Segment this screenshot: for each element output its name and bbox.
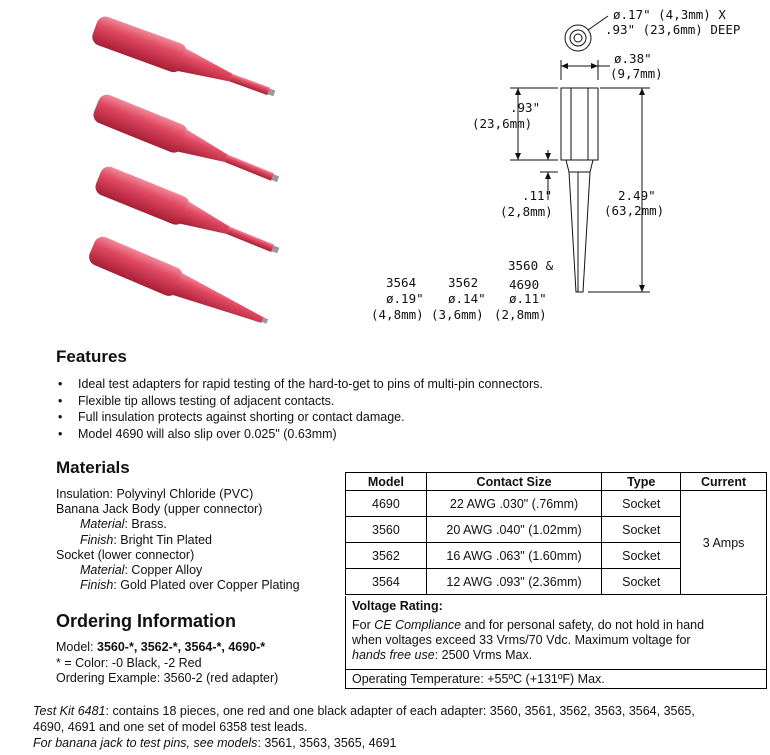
- adapter-photo: [93, 94, 280, 183]
- tip-3562-dia-in: ø.14": [448, 291, 486, 306]
- material-banana-finish: Finish: Bright Tin Plated: [80, 532, 213, 547]
- cell-current: 3 Amps: [680, 490, 767, 595]
- materials-list: Insulation: Polyvinyl Chloride (PVC) Ban…: [56, 487, 346, 593]
- feature-item: Full insulation protects against shortin…: [56, 409, 696, 426]
- header-model: Model: [345, 472, 427, 491]
- tip-3564-dia-mm: (4,8mm): [371, 307, 424, 322]
- voltage-title: Voltage Rating:: [352, 599, 443, 613]
- kit-line2: 4690, 4691 and one set of model 6358 tes…: [33, 720, 308, 734]
- adapter-photo: [92, 16, 276, 97]
- cell-model: 4690: [345, 490, 427, 517]
- tip-3560-model: 3560 &: [508, 258, 554, 273]
- feature-item: Ideal test adapters for rapid testing of…: [56, 376, 696, 393]
- step-mm: (2,8mm): [500, 204, 553, 219]
- leader-hole: [587, 15, 609, 31]
- material-socket: Socket (lower connector): [56, 547, 195, 562]
- cell-size: 20 AWG .040" (1.02mm): [425, 516, 603, 543]
- cell-size: 22 AWG .030" (.76mm): [425, 490, 603, 517]
- material-socket-finish: Finish: Gold Plated over Copper Plating: [80, 578, 300, 593]
- spec-table: Model Contact Size Type Current 4690 22 …: [345, 472, 767, 595]
- material-insulation: Insulation: Polyvinyl Chloride (PVC): [56, 487, 254, 501]
- cell-type: Socket: [601, 516, 682, 543]
- ordering-example: Ordering Example: 3560-2 (red adapter): [56, 671, 279, 685]
- body-len-in: .93": [510, 100, 541, 115]
- hole-depth-label: .93" (23,6mm) DEEP: [605, 22, 741, 37]
- cell-size: 12 AWG .093" (2.36mm): [425, 568, 603, 595]
- cell-type: Socket: [601, 568, 682, 595]
- end-view-inner: [573, 33, 583, 43]
- materials-title: Materials: [56, 458, 130, 477]
- header-contact-size: Contact Size: [425, 472, 603, 491]
- table-header-row: Model Contact Size Type Current: [345, 472, 767, 491]
- tip-3564-dia-in: ø.19": [386, 291, 424, 306]
- kit-banana: For banana jack to test pins, see models…: [33, 736, 397, 750]
- features-title: Features: [56, 347, 127, 366]
- body-outline: [560, 87, 599, 161]
- dimension-drawing: ø.17" (4,3mm) X .93" (23,6mm) DEEP ø.38"…: [360, 0, 770, 330]
- header-type: Type: [601, 472, 682, 491]
- ordering-title: Ordering Information: [56, 611, 236, 631]
- cell-size: 16 AWG .063" (1.60mm): [425, 542, 603, 569]
- adapter-photo: [95, 166, 280, 254]
- tip-3562-dia-mm: (3,6mm): [431, 307, 484, 322]
- cell-model: 3562: [345, 542, 427, 569]
- test-kit-info: Test Kit 6481: contains 18 pieces, one r…: [33, 703, 768, 751]
- tip-3562-model: 3562: [448, 275, 479, 290]
- end-view-mid: [569, 29, 587, 47]
- material-banana-material: Material: Brass.: [80, 517, 167, 532]
- body-dia-mm: (9,7mm): [610, 66, 663, 81]
- total-in: 2.49": [618, 188, 656, 203]
- ordering-color: * = Color: -0 Black, -2 Red: [56, 655, 202, 670]
- operating-temperature: Operating Temperature: +55ºC (+131ºF) Ma…: [352, 672, 605, 686]
- total-mm: (63,2mm): [604, 203, 665, 218]
- tip-taper: [568, 171, 591, 293]
- cell-model: 3560: [345, 516, 427, 543]
- header-current: Current: [680, 472, 767, 491]
- tip-4690-model: 4690: [509, 277, 540, 292]
- ordering-models: Model: 3560-*, 3562-*, 3564-*, 4690-*: [56, 640, 266, 654]
- drawing-lines: [510, 15, 650, 293]
- cell-type: Socket: [601, 490, 682, 517]
- tip-3564-model: 3564: [386, 275, 417, 290]
- cell-model: 3564: [345, 568, 427, 595]
- product-photos: [89, 16, 280, 324]
- voltage-line1: For CE Compliance and for personal safet…: [352, 618, 705, 632]
- tip-3560-dia-in: ø.11": [509, 291, 547, 306]
- table-row: 3560 20 AWG .040" (1.02mm) Socket: [345, 516, 767, 543]
- body-step: [565, 159, 594, 173]
- table-row: 3564 12 AWG .093" (2.36mm) Socket: [345, 568, 767, 595]
- body-len-mm: (23,6mm): [472, 116, 533, 131]
- body-dia-in: ø.38": [614, 51, 652, 66]
- hole-dia-label: ø.17" (4,3mm) X: [613, 7, 726, 22]
- voltage-line3: hands free use: 2500 Vrms Max.: [352, 648, 533, 662]
- material-socket-material: Material: Copper Alloy: [80, 563, 203, 578]
- table-row: 4690 22 AWG .030" (.76mm) Socket 3 Amps: [345, 490, 767, 595]
- adapter-photo: [89, 236, 269, 324]
- end-view-outer: [564, 24, 592, 52]
- cell-type: Socket: [601, 542, 682, 569]
- feature-item: Model 4690 will also slip over 0.025" (0…: [56, 426, 696, 443]
- step-in: .11": [522, 188, 553, 203]
- kit-line1: Test Kit 6481: contains 18 pieces, one r…: [33, 704, 695, 718]
- material-banana: Banana Jack Body (upper connector): [56, 502, 263, 517]
- voltage-rating-box: Voltage Rating: For CE Compliance and fo…: [345, 596, 767, 689]
- ordering-info: Model: 3560-*, 3562-*, 3564-*, 4690-* * …: [56, 640, 346, 687]
- tip-3560-dia-mm: (2,8mm): [494, 307, 547, 322]
- feature-item: Flexible tip allows testing of adjacent …: [56, 393, 696, 410]
- features-list: Ideal test adapters for rapid testing of…: [56, 376, 696, 442]
- voltage-line2: when voltages exceed 33 Vrms/70 Vdc. Max…: [352, 633, 691, 647]
